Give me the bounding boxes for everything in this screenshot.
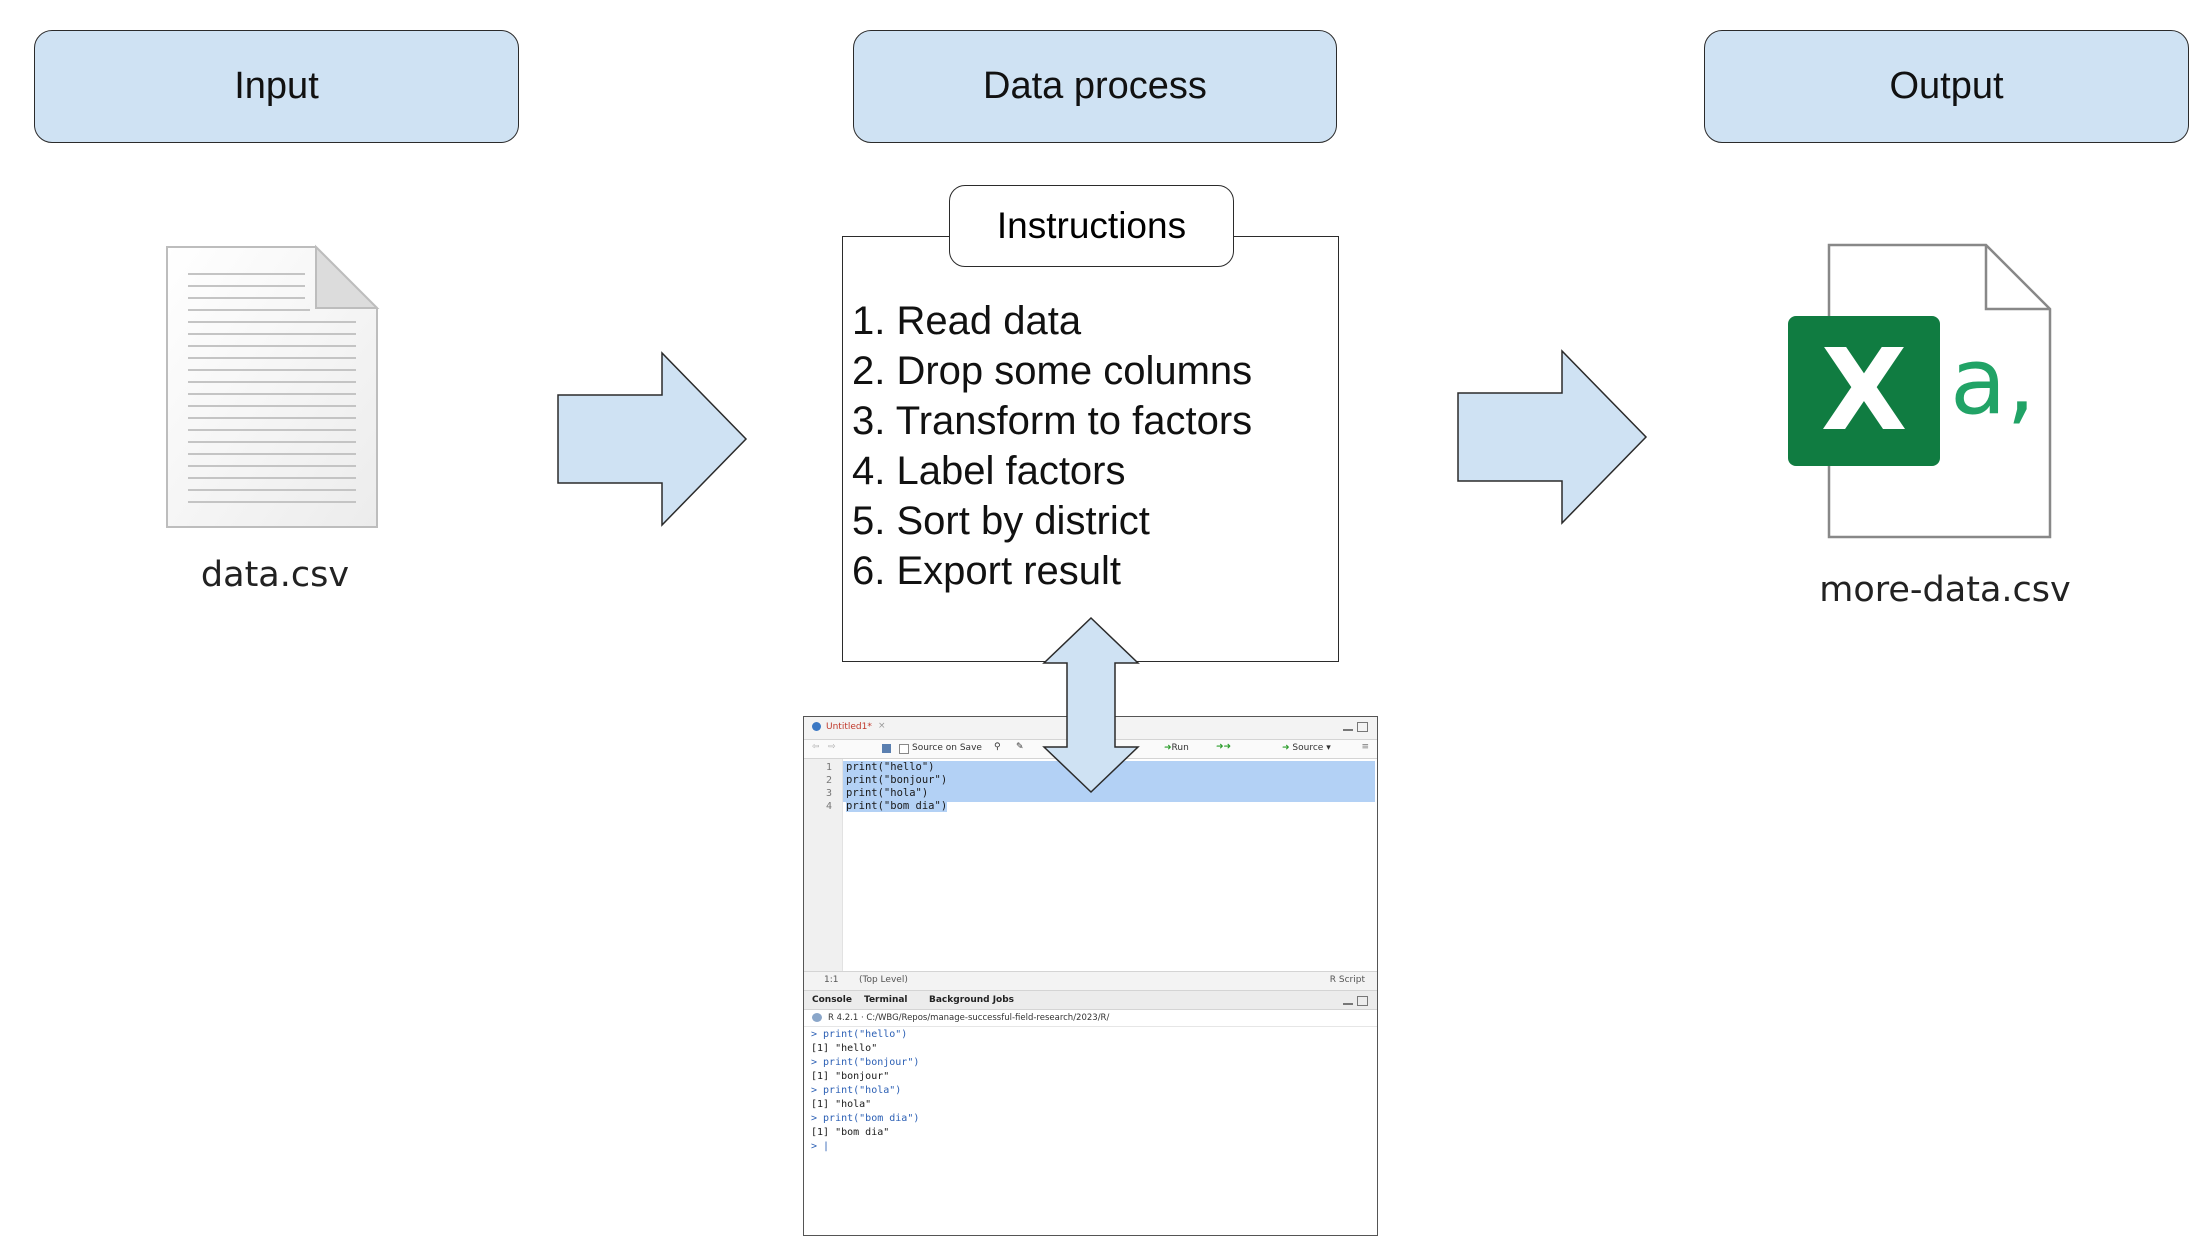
instructions-steps: 1. Read data 2. Drop some columns 3. Tra… <box>852 296 1252 596</box>
csv-badge-text: a, <box>1950 328 2036 435</box>
console-tabbar: Console Terminal Background Jobs <box>804 991 1377 1010</box>
run-label: Run <box>1171 743 1189 753</box>
maximize-icon[interactable] <box>1357 722 1368 732</box>
line-number: 2 <box>825 775 832 786</box>
output-filename: more-data.csv <box>1819 570 2071 610</box>
console-line: > print("bom dia") <box>811 1113 920 1124</box>
excel-x-letter: X <box>1820 326 1908 456</box>
console-line: [1] "hola" <box>811 1099 872 1110</box>
code-line[interactable]: print("bonjour") <box>846 774 948 786</box>
console-prompt[interactable]: > | <box>811 1141 830 1152</box>
step-item: 3. Transform to factors <box>852 399 1253 443</box>
rerun-icon[interactable]: ➜➜ <box>1216 742 1232 752</box>
minimize-icon[interactable] <box>1343 723 1353 731</box>
arrow-right-icon <box>1457 349 1648 525</box>
menu-icon[interactable]: ≡ <box>1361 742 1369 752</box>
text-document-icon <box>166 244 380 528</box>
instructions-title-label: Instructions <box>996 205 1187 246</box>
double-arrow-icon <box>1042 616 1140 794</box>
code-line[interactable]: print("bom dia") <box>846 800 948 812</box>
editor-statusbar: 1:1 (Top Level) R Script <box>804 971 1377 991</box>
editor-tab[interactable]: Untitled1* <box>826 722 872 732</box>
line-number: 1 <box>825 762 832 773</box>
step-item: 5. Sort by district <box>852 499 1150 543</box>
source-on-save-label: Source on Save <box>912 743 982 753</box>
run-arrow-icon: ➜ <box>1164 743 1172 753</box>
r-script-icon <box>812 722 821 731</box>
forward-icon[interactable]: ⇨ <box>828 742 836 752</box>
step-item: 2. Drop some columns <box>852 349 1253 393</box>
input-header: Input <box>34 30 519 143</box>
close-tab-icon[interactable]: × <box>878 721 886 731</box>
tab-terminal[interactable]: Terminal <box>864 995 908 1005</box>
source-button[interactable]: ➜ Source ▾ <box>1282 743 1331 753</box>
input-header-label: Input <box>234 65 319 107</box>
save-icon[interactable] <box>882 744 891 753</box>
step-item: 4. Label factors <box>852 449 1126 493</box>
output-header: Output <box>1704 30 2189 143</box>
r-logo-icon <box>812 1013 822 1022</box>
line-number: 4 <box>825 801 832 812</box>
back-icon[interactable]: ⇦ <box>812 742 820 752</box>
line-number: 3 <box>825 788 832 799</box>
console-path-bar: R 4.2.1 · C:/WBG/Repos/manage-successful… <box>804 1010 1377 1027</box>
excel-csv-icon <box>1788 243 2052 539</box>
console-line: > print("hola") <box>811 1085 902 1096</box>
console-output[interactable]: > print("hello") [1] "hello" > print("bo… <box>804 1027 1377 1235</box>
console-path: R 4.2.1 · C:/WBG/Repos/manage-successful… <box>828 1013 1110 1023</box>
process-header: Data process <box>853 30 1337 143</box>
run-button[interactable]: ➜Run <box>1164 743 1189 753</box>
scope-selector[interactable]: (Top Level) <box>859 975 908 985</box>
source-arrow-icon: ➜ <box>1282 743 1290 753</box>
line-gutter <box>804 759 843 971</box>
search-icon[interactable]: ⚲ <box>994 742 1001 752</box>
console-line: [1] "bom dia" <box>811 1127 890 1138</box>
code-line[interactable]: print("hello") <box>846 761 935 773</box>
tab-background-jobs[interactable]: Background Jobs <box>929 995 1015 1005</box>
code-line[interactable]: print("hola") <box>846 787 929 799</box>
minimize-icon[interactable] <box>1343 997 1353 1005</box>
step-item: 6. Export result <box>852 549 1122 593</box>
input-filename: data.csv <box>200 555 350 595</box>
wand-icon[interactable]: ✎ <box>1016 742 1024 752</box>
instructions-box <box>842 236 1339 662</box>
console-line: [1] "hello" <box>811 1043 878 1054</box>
cursor-position: 1:1 <box>824 975 839 985</box>
process-header-label: Data process <box>983 65 1207 107</box>
arrow-right-icon <box>557 351 748 527</box>
console-line: [1] "bonjour" <box>811 1071 890 1082</box>
console-line: > print("bonjour") <box>811 1057 920 1068</box>
instructions-title: Instructions <box>949 185 1234 267</box>
console-line: > print("hello") <box>811 1029 908 1040</box>
tab-console[interactable]: Console <box>812 995 852 1005</box>
step-item: 1. Read data <box>852 299 1082 343</box>
source-label: Source <box>1292 743 1324 753</box>
output-header-label: Output <box>1889 65 2004 107</box>
maximize-icon[interactable] <box>1357 996 1368 1006</box>
source-on-save-checkbox[interactable] <box>899 744 909 754</box>
file-type-selector[interactable]: R Script <box>1329 975 1365 985</box>
